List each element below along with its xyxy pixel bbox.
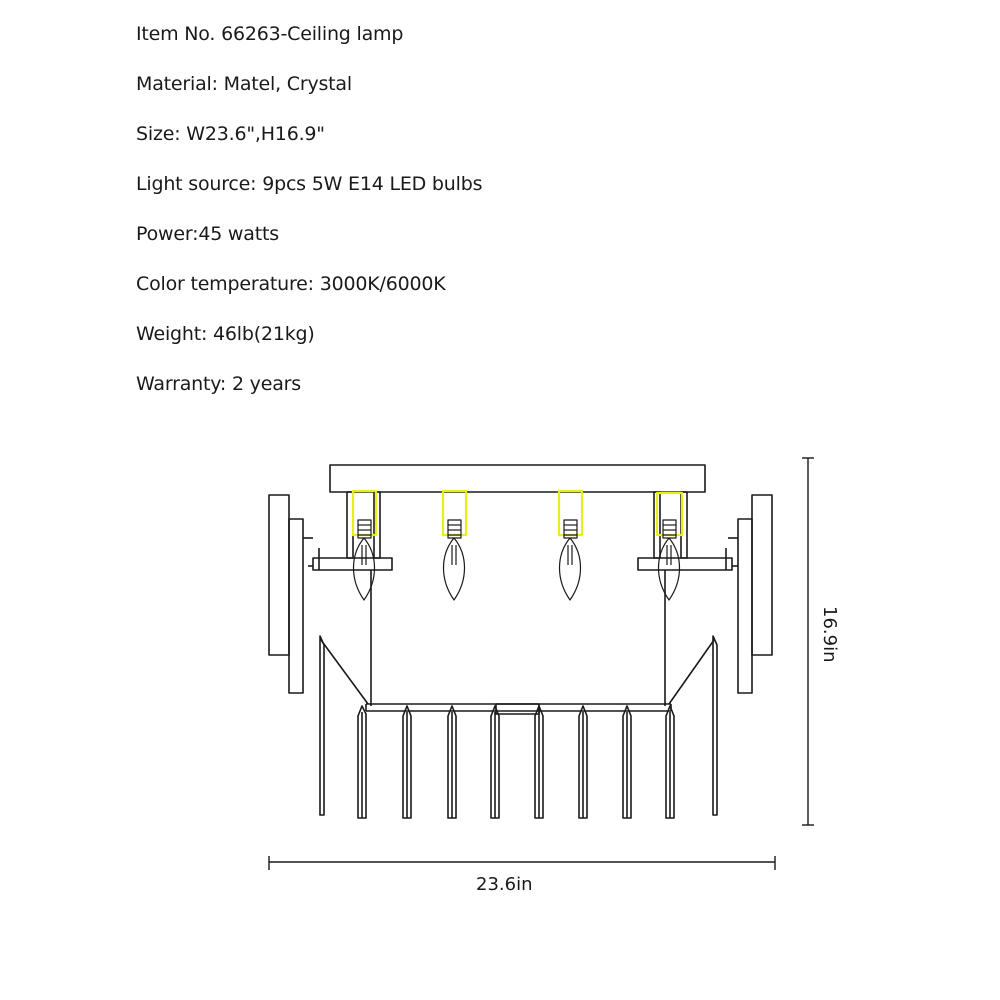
side-arms (308, 548, 738, 571)
bulb-2 (441, 489, 468, 601)
spec-power: Power:45 watts (136, 223, 279, 245)
width-dimension-line (268, 856, 776, 870)
crystal-prisms (319, 635, 718, 819)
lower-frame (320, 639, 715, 715)
bulb-4 (655, 491, 684, 601)
bulb-1 (351, 489, 378, 601)
spec-item-number: Item No. 66263-Ceiling lamp (136, 23, 404, 45)
spec-color-temperature: Color temperature: 3000K/6000K (136, 273, 446, 295)
bulb-3 (557, 489, 584, 601)
width-dimension-label: 23.6in (476, 874, 533, 895)
right-side-crystal-panels (728, 494, 773, 694)
left-side-crystal-panels (268, 494, 313, 694)
spec-light-source: Light source: 9pcs 5W E14 LED bulbs (136, 173, 483, 195)
spec-material: Material: Matel, Crystal (136, 73, 352, 95)
spec-weight: Weight: 46lb(21kg) (136, 323, 315, 345)
height-dimension-label: 16.9in (819, 606, 840, 663)
frame-posts (346, 491, 688, 706)
bulbs (351, 489, 684, 601)
ceiling-plate (329, 464, 706, 493)
height-dimension-line (802, 457, 814, 826)
spec-warranty: Warranty: 2 years (136, 373, 301, 395)
spec-size: Size: W23.6",H16.9" (136, 123, 325, 145)
